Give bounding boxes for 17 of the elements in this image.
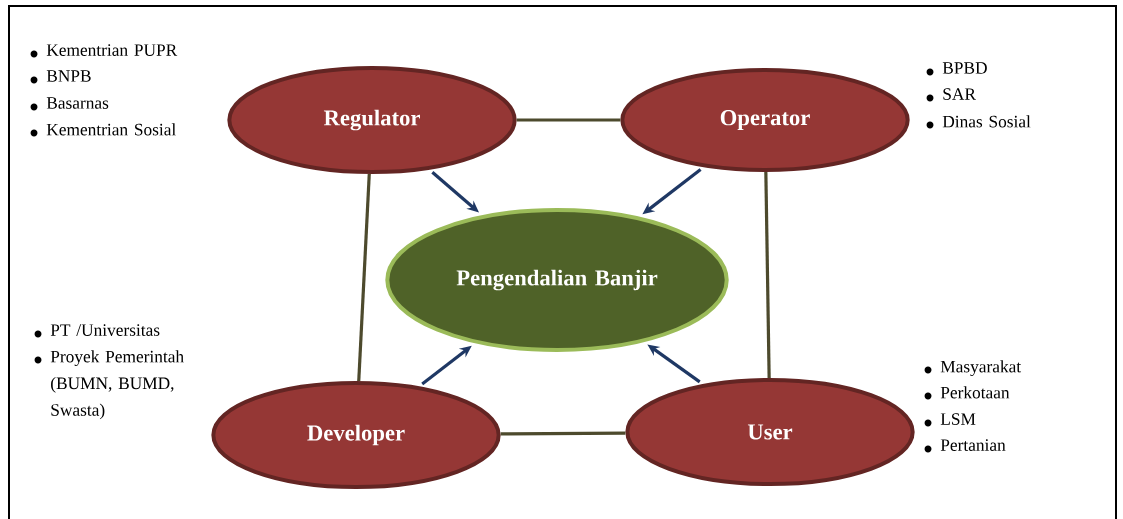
bullet-item: Perkotaan: [924, 386, 1010, 400]
bullet-item: Dinas Sosial: [926, 115, 1031, 129]
connector-line: [764, 171, 771, 379]
bullet-item: SAR: [926, 88, 976, 102]
connector-line: [500, 431, 626, 436]
connector-line: [516, 118, 621, 122]
bullet-item: PT /Universitas: [34, 324, 160, 338]
bullet-item: Masyarakat: [924, 360, 1021, 377]
bullet-item: Proyek Pemerintah (BUMN, BUMD, Swasta): [34, 350, 184, 420]
bullet-item: Basarnas: [30, 97, 109, 111]
bullet-item: Pertanian: [924, 439, 1006, 453]
bullet-item: BNPB: [30, 70, 91, 84]
bullet-item: BPBD: [926, 62, 987, 76]
connector-line: [357, 173, 371, 382]
bullet-item: LSM: [924, 413, 976, 427]
bullet-item: Kementrian Sosial: [30, 123, 176, 137]
bullet-item: Kementrian PUPR: [30, 44, 178, 58]
